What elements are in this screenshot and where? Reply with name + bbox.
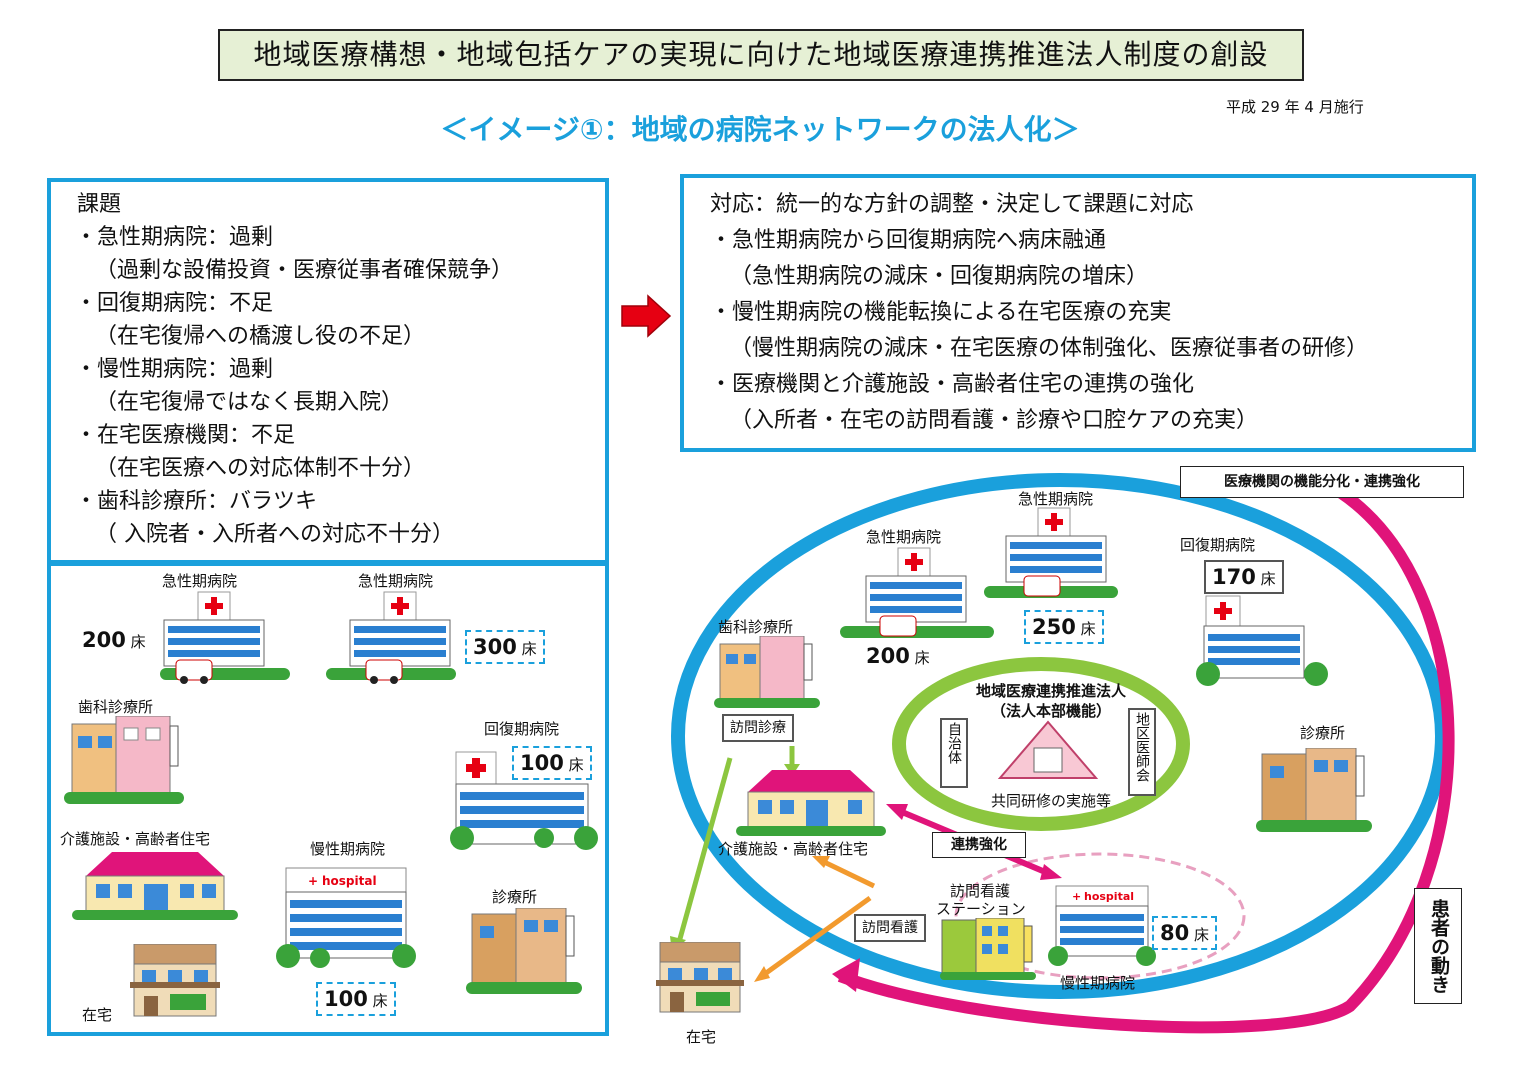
issues-heading: 課題: [77, 192, 122, 217]
measure-line: ・急性期病院から回復期病院へ病床融通: [710, 228, 1107, 253]
acute-hospital-label: 急性期病院: [162, 572, 238, 590]
acute-hospital-label: 急性期病院: [866, 528, 942, 546]
home-label: 在宅: [82, 1006, 113, 1024]
issue-line: （在宅復帰ではなく長期入院）: [95, 390, 404, 415]
measures-panel: 対応：統一的な方針の調整・決定して課題に対応 ・急性期病院から回復期病院へ病床融…: [680, 174, 1476, 452]
svg-text:+: +: [1072, 890, 1081, 903]
recovery-hospital-label: 回復期病院: [484, 720, 560, 738]
chronic-hospital-label: 慢性期病院: [310, 840, 386, 858]
hospital-sign: hospital: [1084, 890, 1134, 903]
nursing-station-label: 訪問看護: [950, 882, 1011, 900]
measure-line: （慢性期病院の減床・在宅医療の体制強化、医療従事者の研修）: [730, 336, 1369, 361]
acute-hospital-icon: [840, 547, 994, 638]
issues-panel: 課題 ・急性期病院：過剰 （過剰な設備投資・医療従事者確保競争） ・回復期病院：…: [47, 178, 609, 564]
chronic-hospital-icon: + hospital: [1048, 885, 1156, 966]
dental-clinic-icon: [64, 716, 184, 804]
measure-line: ・医療機関と介護施設・高齢者住宅の連携の強化: [710, 372, 1195, 397]
visit-medical-tag: 訪問診療: [722, 714, 794, 742]
recovery-beds-box: 170 床: [1204, 560, 1284, 594]
nursing-station-label: ステーション: [936, 900, 1026, 918]
patient-flow-tag: 患者の動き: [1414, 888, 1462, 1004]
hospital-sign-text: +: [308, 874, 318, 888]
acute-beds-box: 300 床: [465, 630, 545, 664]
issue-line: ・在宅医療機関：不足: [75, 423, 296, 448]
acute-beds-box: 250 床: [1024, 610, 1104, 644]
municipality-box: 自治体: [940, 718, 968, 788]
acute-hospital-label: 急性期病院: [358, 572, 434, 590]
home-icon: [130, 944, 220, 1017]
joint-training-label: 共同研修の実施等: [990, 792, 1111, 810]
issue-line: （ 入院者・入所者への対応不十分）: [95, 522, 454, 547]
effective-date: 平成 29 年 4 月施行: [1226, 98, 1364, 116]
right-arrow-icon: [621, 294, 672, 338]
acute-hospital-icon: [984, 507, 1118, 598]
issue-line: （在宅復帰への橋渡し役の不足）: [95, 324, 426, 349]
issue-line: ・回復期病院：不足: [75, 291, 274, 316]
visit-nursing-tag: 訪問看護: [854, 914, 926, 942]
chronic-hospital-icon: + hospital: [276, 867, 416, 968]
chronic-hospital-label: 慢性期病院: [1060, 974, 1136, 992]
issue-line: （過剰な設備投資・医療従事者確保競争）: [95, 258, 514, 283]
function-tag: 医療機関の機能分化・連携強化: [1180, 466, 1464, 498]
care-facility-label: 介護施設・高齢者住宅: [60, 830, 211, 848]
recovery-hospital-label: 回復期病院: [1180, 536, 1256, 554]
chronic-beds-box: 80 床: [1152, 916, 1218, 950]
recovery-hospital-icon: [450, 751, 598, 850]
acute-beds-text: 200 床: [866, 644, 930, 668]
corp-title: 地域医療連携推進法人: [975, 682, 1126, 700]
clinic-icon: [466, 908, 582, 994]
acute-beds-text: 200 床: [82, 628, 146, 652]
clinic-label: 診療所: [1300, 724, 1346, 742]
network-diagram: [670, 473, 1455, 1034]
dental-clinic-label: 歯科診療所: [78, 698, 154, 716]
collab-tag: 連携強化: [932, 832, 1026, 858]
care-facility-icon: [736, 770, 886, 836]
measure-line: （入所者・在宅の訪問看護・診療や口腔ケアの充実）: [730, 408, 1259, 433]
page-subtitle: ＜イメージ①：地域の病院ネットワークの法人化＞: [440, 113, 1080, 146]
home-icon: [656, 942, 744, 1013]
care-facility-icon: [72, 852, 238, 920]
acute-hospital-label: 急性期病院: [1018, 490, 1094, 508]
measure-line: （急性期病院の減床・回復期病院の増床）: [730, 264, 1149, 289]
acute-hospital-icon: [160, 591, 290, 684]
hospital-sign: hospital: [322, 874, 377, 888]
clinic-label: 診療所: [492, 888, 538, 906]
issue-line: ・慢性期病院：過剰: [75, 357, 274, 382]
issue-line: （在宅医療への対応体制不十分）: [95, 456, 426, 481]
recovery-hospital-icon: [1196, 595, 1328, 686]
chronic-beds-box: 100 床: [316, 982, 396, 1016]
medical-assoc-box: 地区医師会: [1128, 708, 1156, 796]
current-state-panel: [47, 562, 609, 1036]
measures-heading: 対応：統一的な方針の調整・決定して課題に対応: [710, 192, 1194, 217]
clinic-icon: [1256, 748, 1372, 832]
home-label: 在宅: [686, 1028, 717, 1046]
page-title: 地域医療構想・地域包括ケアの実現に向けた地域医療連携推進法人制度の創設: [218, 29, 1304, 81]
acute-hospital-icon: [326, 591, 456, 684]
care-facility-label: 介護施設・高齢者住宅: [718, 840, 869, 858]
dental-clinic-icon: [714, 636, 820, 708]
issue-line: ・歯科診療所：バラツキ: [75, 489, 318, 514]
corp-subtitle: （法人本部機能）: [990, 702, 1111, 720]
issue-line: ・急性期病院：過剰: [75, 225, 274, 250]
recovery-beds-box: 100 床: [512, 746, 592, 780]
dental-clinic-label: 歯科診療所: [718, 618, 794, 636]
nursing-station-icon: [940, 918, 1036, 980]
measure-line: ・慢性期病院の機能転換による在宅医療の充実: [710, 300, 1172, 325]
